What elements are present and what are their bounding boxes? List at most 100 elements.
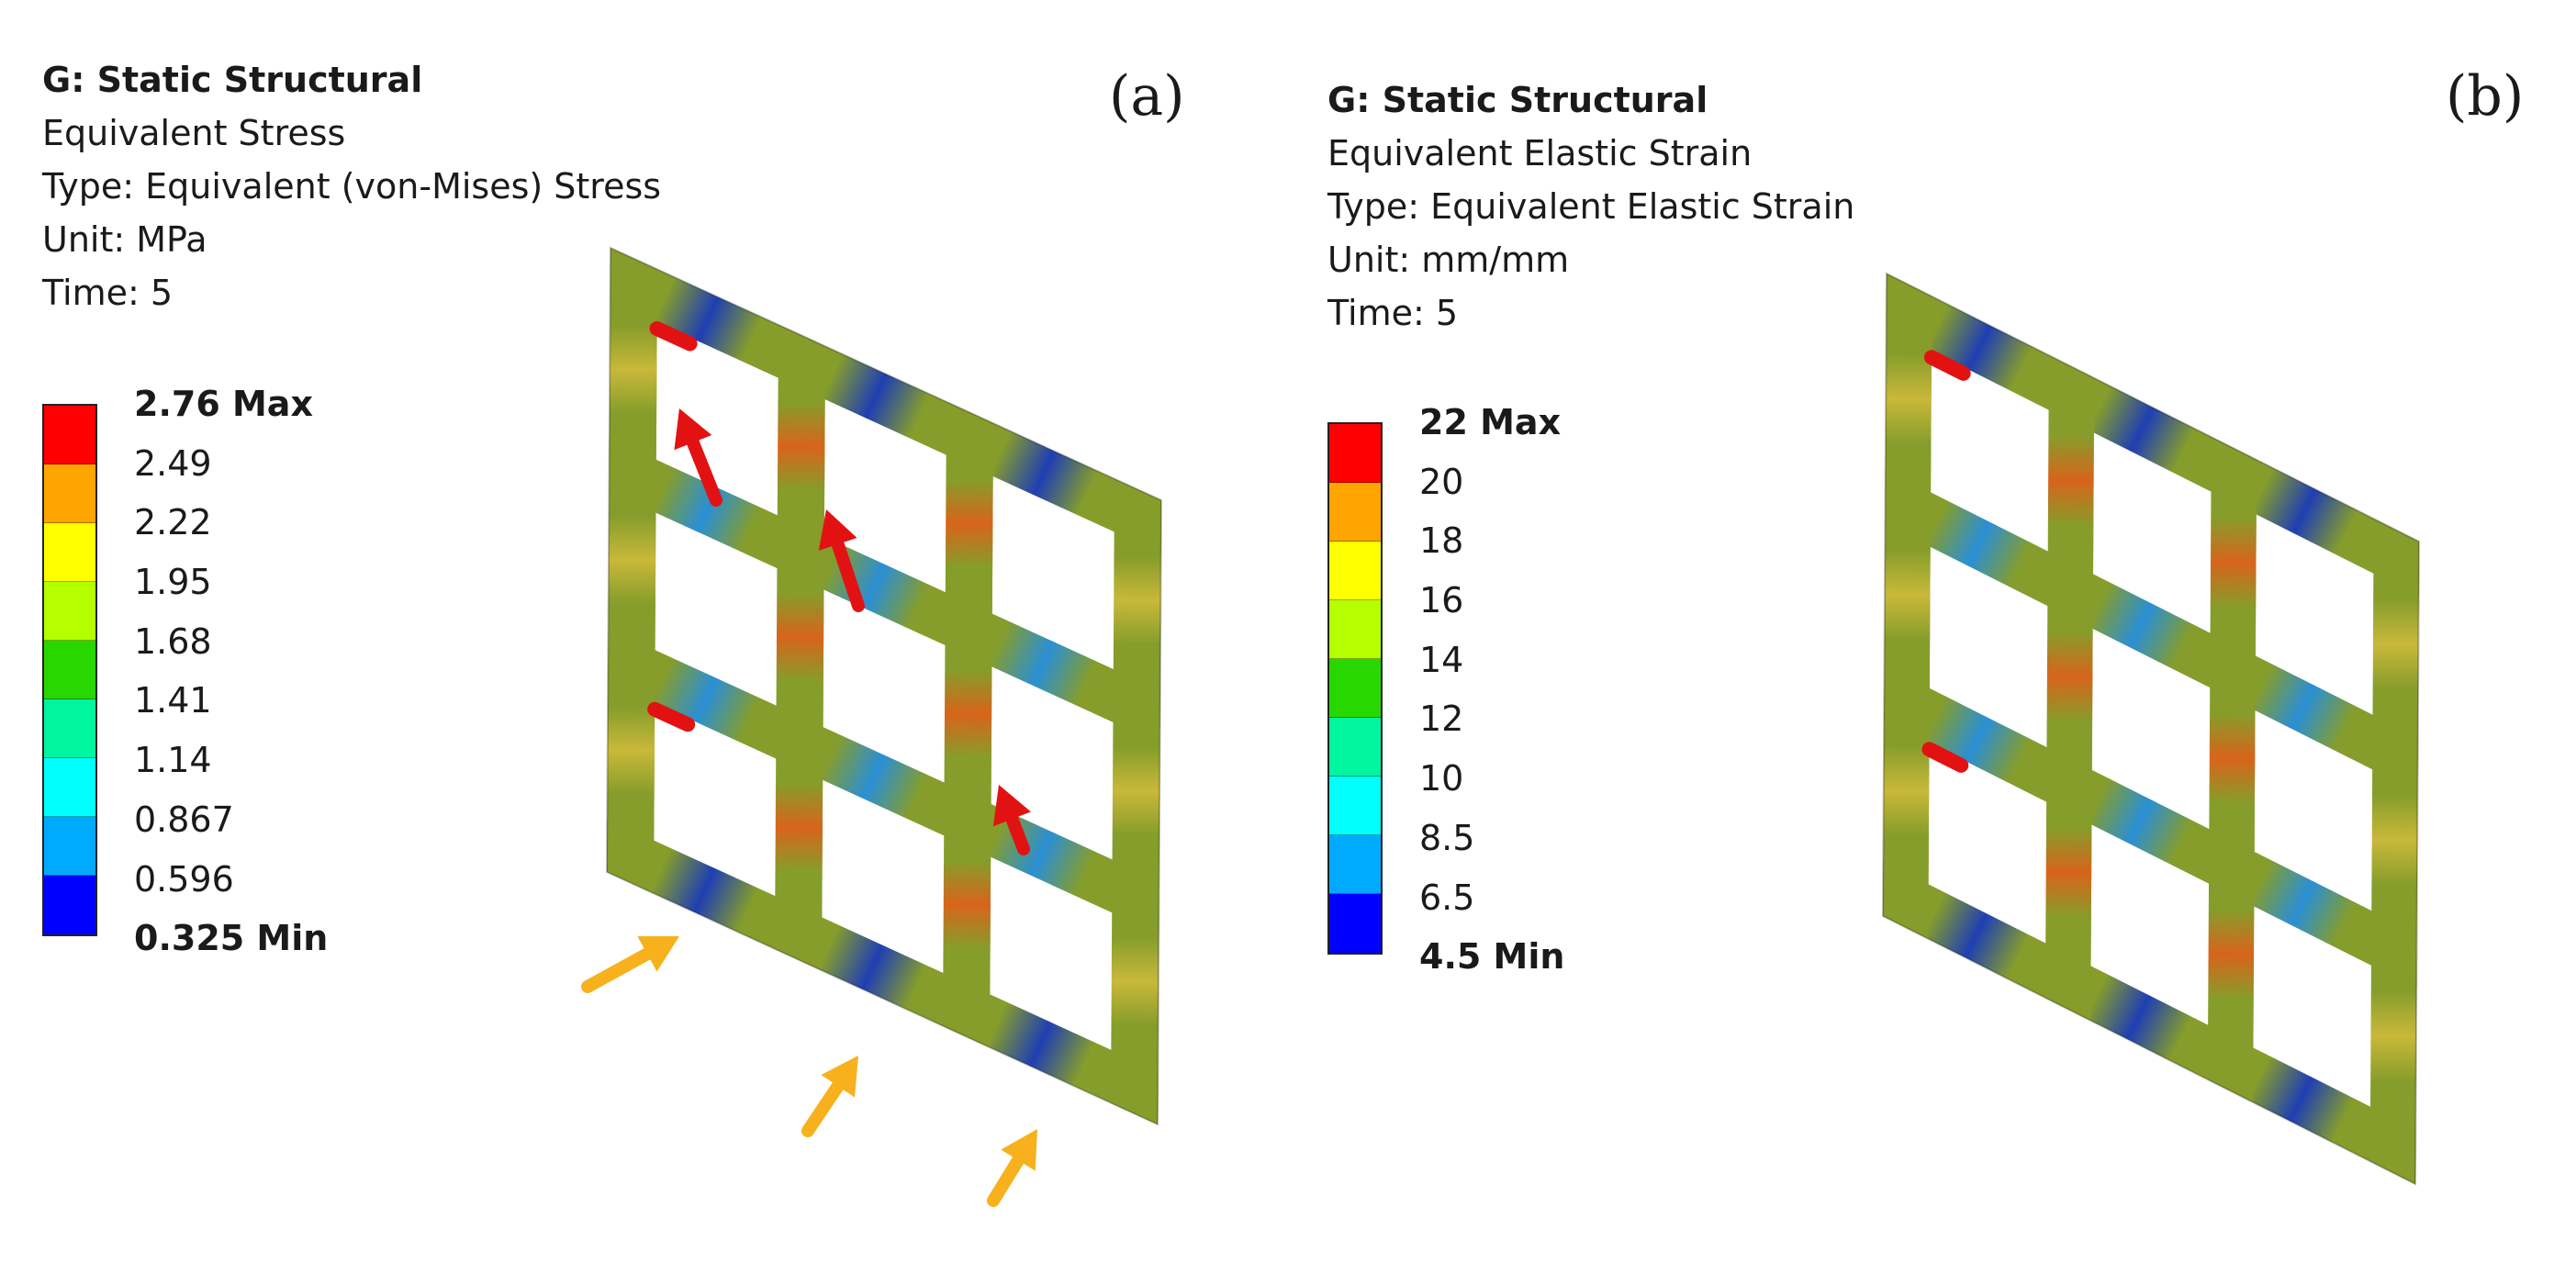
legend-swatch (44, 464, 95, 523)
legend-label-a: 1.41 (134, 680, 212, 721)
result-unit-a: Unit: MPa (42, 219, 207, 260)
hotspot-mark (1921, 742, 1969, 773)
frame-outline (1881, 272, 2421, 1186)
frame-front-face (1881, 272, 2421, 1186)
lattice-model-b (1881, 272, 2421, 1186)
legend-label-b: 12 (1419, 699, 1464, 740)
result-unit-b: Unit: mm/mm (1327, 240, 1570, 280)
frame-top-side (606, 246, 1161, 500)
legend-label-min-b: 4.5 Min (1419, 936, 1565, 978)
legend-labels-b: 22 Max 20 18 16 14 12 10 8.5 6.5 4.5 Min (1419, 402, 1564, 996)
vertical-bar (2044, 355, 2095, 1021)
frame-front-face (605, 246, 1163, 1126)
legend-swatch (1329, 483, 1381, 542)
opening-wall (2252, 512, 2374, 574)
legend-swatch (44, 641, 95, 699)
legend-label-b: 8.5 (1419, 817, 1475, 858)
result-info-b: G: Static Structural Equivalent Elastic … (1327, 73, 1854, 340)
result-name-b: Equivalent Elastic Strain (1327, 133, 1753, 173)
legend-colorbar-a (42, 404, 97, 936)
analysis-title-a: G: Static Structural (42, 60, 423, 100)
horizontal-bar (609, 438, 1160, 744)
legend-swatch (1329, 718, 1381, 777)
legend-label-b: 14 (1419, 639, 1464, 680)
lattice-model-a (581, 246, 1163, 1207)
legend-label-a: 2.49 (134, 442, 212, 484)
horizontal-bar (1885, 469, 2418, 792)
vertical-bar (943, 401, 993, 1048)
legend-label-b: 20 (1419, 461, 1464, 502)
legend-swatch (1329, 600, 1381, 659)
opening-wall (2089, 430, 2212, 492)
result-time-a: Time: 5 (42, 273, 174, 313)
result-type-a: Type: Equivalent (von-Mises) Stress (42, 166, 662, 207)
vertical-bar (2369, 519, 2419, 1184)
stress-concentration-arrow (818, 509, 865, 612)
horizontal-bar (1886, 274, 2419, 597)
load-arrow (987, 1129, 1037, 1207)
legend-label-b: 18 (1419, 520, 1464, 562)
result-info-a: G: Static Structural Equivalent Stress T… (42, 53, 661, 319)
stress-concentration-arrow (992, 785, 1031, 855)
hotspot-mark (1923, 350, 1971, 381)
legend-swatch (1329, 777, 1381, 835)
horizontal-bar (1883, 861, 2416, 1184)
analysis-title-b: G: Static Structural (1327, 80, 1708, 120)
vertical-bar (1111, 478, 1161, 1124)
horizontal-bar (1884, 665, 2417, 989)
panel-a: G: Static Structural Equivalent Stress T… (0, 0, 1267, 1263)
result-type-b: Type: Equivalent Elastic Strain (1327, 186, 1855, 227)
horizontal-bar (610, 248, 1161, 553)
legend-label-min-a: 0.325 Min (134, 918, 329, 959)
load-arrow (801, 1056, 858, 1137)
opening-wall (2250, 904, 2371, 966)
legend-swatch (1329, 659, 1381, 718)
legend-label-a: 2.22 (134, 502, 212, 543)
legend-label-b: 16 (1419, 580, 1464, 621)
horizontal-bar (608, 628, 1159, 934)
load-arrow (581, 936, 679, 993)
legend-swatch (44, 699, 95, 758)
panel-label-b: (b) (2446, 64, 2525, 129)
hotspot-mark (647, 701, 696, 732)
legend-swatch (44, 817, 95, 876)
legend-label-b: 10 (1419, 758, 1464, 799)
legend-label-a: 0.867 (134, 799, 234, 840)
hotspot-mark (649, 320, 698, 352)
legend-label-b: 6.5 (1419, 877, 1475, 918)
vertical-bar (1883, 274, 1932, 939)
legend-labels-a: 2.76 Max 2.49 2.22 1.95 1.68 1.41 1.14 0… (134, 384, 328, 978)
legend-label-a: 0.596 (134, 858, 234, 900)
stress-concentration-arrow (674, 408, 722, 507)
legend-swatch (1329, 894, 1381, 953)
legend-label-a: 1.14 (134, 740, 212, 781)
legend-swatch (1329, 542, 1381, 600)
vertical-bar (775, 324, 825, 971)
legend-swatch (44, 582, 95, 641)
result-name-a: Equivalent Stress (42, 113, 346, 153)
opening-wall (1926, 544, 2048, 607)
opening-wall (2089, 626, 2211, 688)
legend-swatch (1329, 424, 1381, 483)
vertical-bar (607, 248, 657, 894)
opening-wall (2088, 822, 2209, 884)
frame-outline (605, 246, 1163, 1126)
legend-label-max-b: 22 Max (1419, 402, 1562, 442)
legend-label-a: 1.68 (134, 620, 212, 662)
legend-colorbar-b (1327, 422, 1383, 955)
opening-wall (2251, 708, 2373, 770)
result-time-b: Time: 5 (1327, 293, 1459, 333)
legend-label-max-a: 2.76 Max (134, 384, 313, 424)
panel-b: G: Static Structural Equivalent Elastic … (1285, 0, 2576, 1263)
legend-swatch (44, 758, 95, 817)
panel-label-a: (a) (1109, 64, 1185, 129)
vertical-bar (2207, 437, 2257, 1102)
legend-label-a: 1.95 (134, 562, 212, 603)
legend-swatch (44, 406, 95, 464)
stress-hotspots (1921, 350, 1971, 773)
stress-hotspots (647, 320, 698, 732)
horizontal-bar (607, 819, 1159, 1124)
legend-swatch (1329, 835, 1381, 894)
legend-swatch (44, 876, 95, 934)
